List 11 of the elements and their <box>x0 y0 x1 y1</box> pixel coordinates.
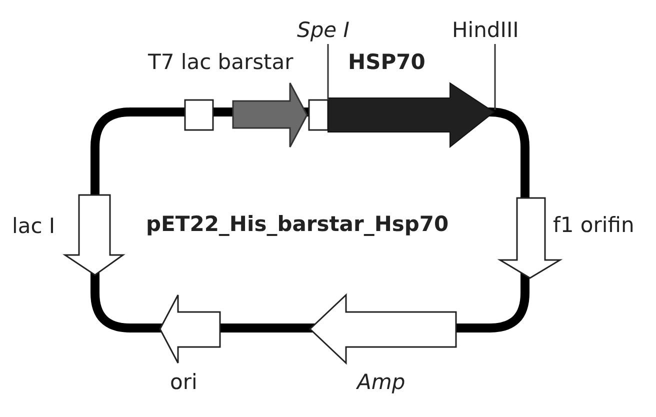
gene-label: Amp <box>357 372 406 393</box>
gene-label: HSP70 <box>348 52 426 73</box>
plasmid-name: pET22_His_barstar_Hsp70 <box>146 214 449 235</box>
site-label: Spe I <box>297 20 350 41</box>
leader-line <box>327 44 329 100</box>
feature-label: T7 lac barstar <box>148 52 294 73</box>
feature-label: ori <box>170 372 198 393</box>
gene-label: lac I <box>12 216 56 237</box>
site-label: HindIII <box>452 20 519 41</box>
leader-line <box>494 44 496 110</box>
feature-label: f1 orifin <box>553 215 634 236</box>
